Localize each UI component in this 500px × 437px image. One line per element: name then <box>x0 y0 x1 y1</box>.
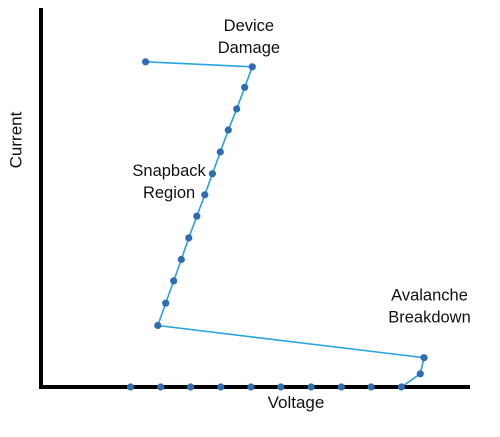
data-point <box>216 148 224 156</box>
y-axis-title: Current <box>7 111 26 168</box>
data-point <box>126 383 135 391</box>
series-layer <box>130 61 425 388</box>
data-point <box>162 299 170 307</box>
data-point <box>247 383 255 391</box>
data-point <box>416 370 424 378</box>
annotation-line: Avalanche <box>391 287 468 305</box>
series-line <box>130 61 425 388</box>
data-point <box>170 277 178 285</box>
data-point <box>420 354 428 362</box>
data-point <box>241 83 249 91</box>
data-point <box>277 383 285 391</box>
data-point <box>157 383 165 391</box>
data-point <box>208 170 216 178</box>
data-point <box>307 383 315 391</box>
annotation-line: Breakdown <box>388 309 471 327</box>
data-point <box>224 126 232 134</box>
data-point <box>337 383 345 391</box>
data-point <box>201 191 209 199</box>
data-point <box>177 255 185 264</box>
data-point <box>154 321 162 330</box>
annotation-line: Damage <box>218 39 280 57</box>
data-point <box>185 234 193 242</box>
data-point <box>193 212 201 220</box>
data-point <box>233 105 241 113</box>
data-point <box>367 383 375 391</box>
data-point <box>248 63 256 71</box>
marker-layer <box>126 58 428 391</box>
annotation-line: Snapback <box>132 162 206 180</box>
data-point <box>142 58 150 66</box>
data-point <box>186 383 195 391</box>
x-axis-title: Voltage <box>268 393 325 412</box>
data-point <box>397 383 405 391</box>
annotation-line: Device <box>224 17 274 35</box>
annotation-line: Region <box>143 184 195 202</box>
data-point <box>217 383 225 391</box>
